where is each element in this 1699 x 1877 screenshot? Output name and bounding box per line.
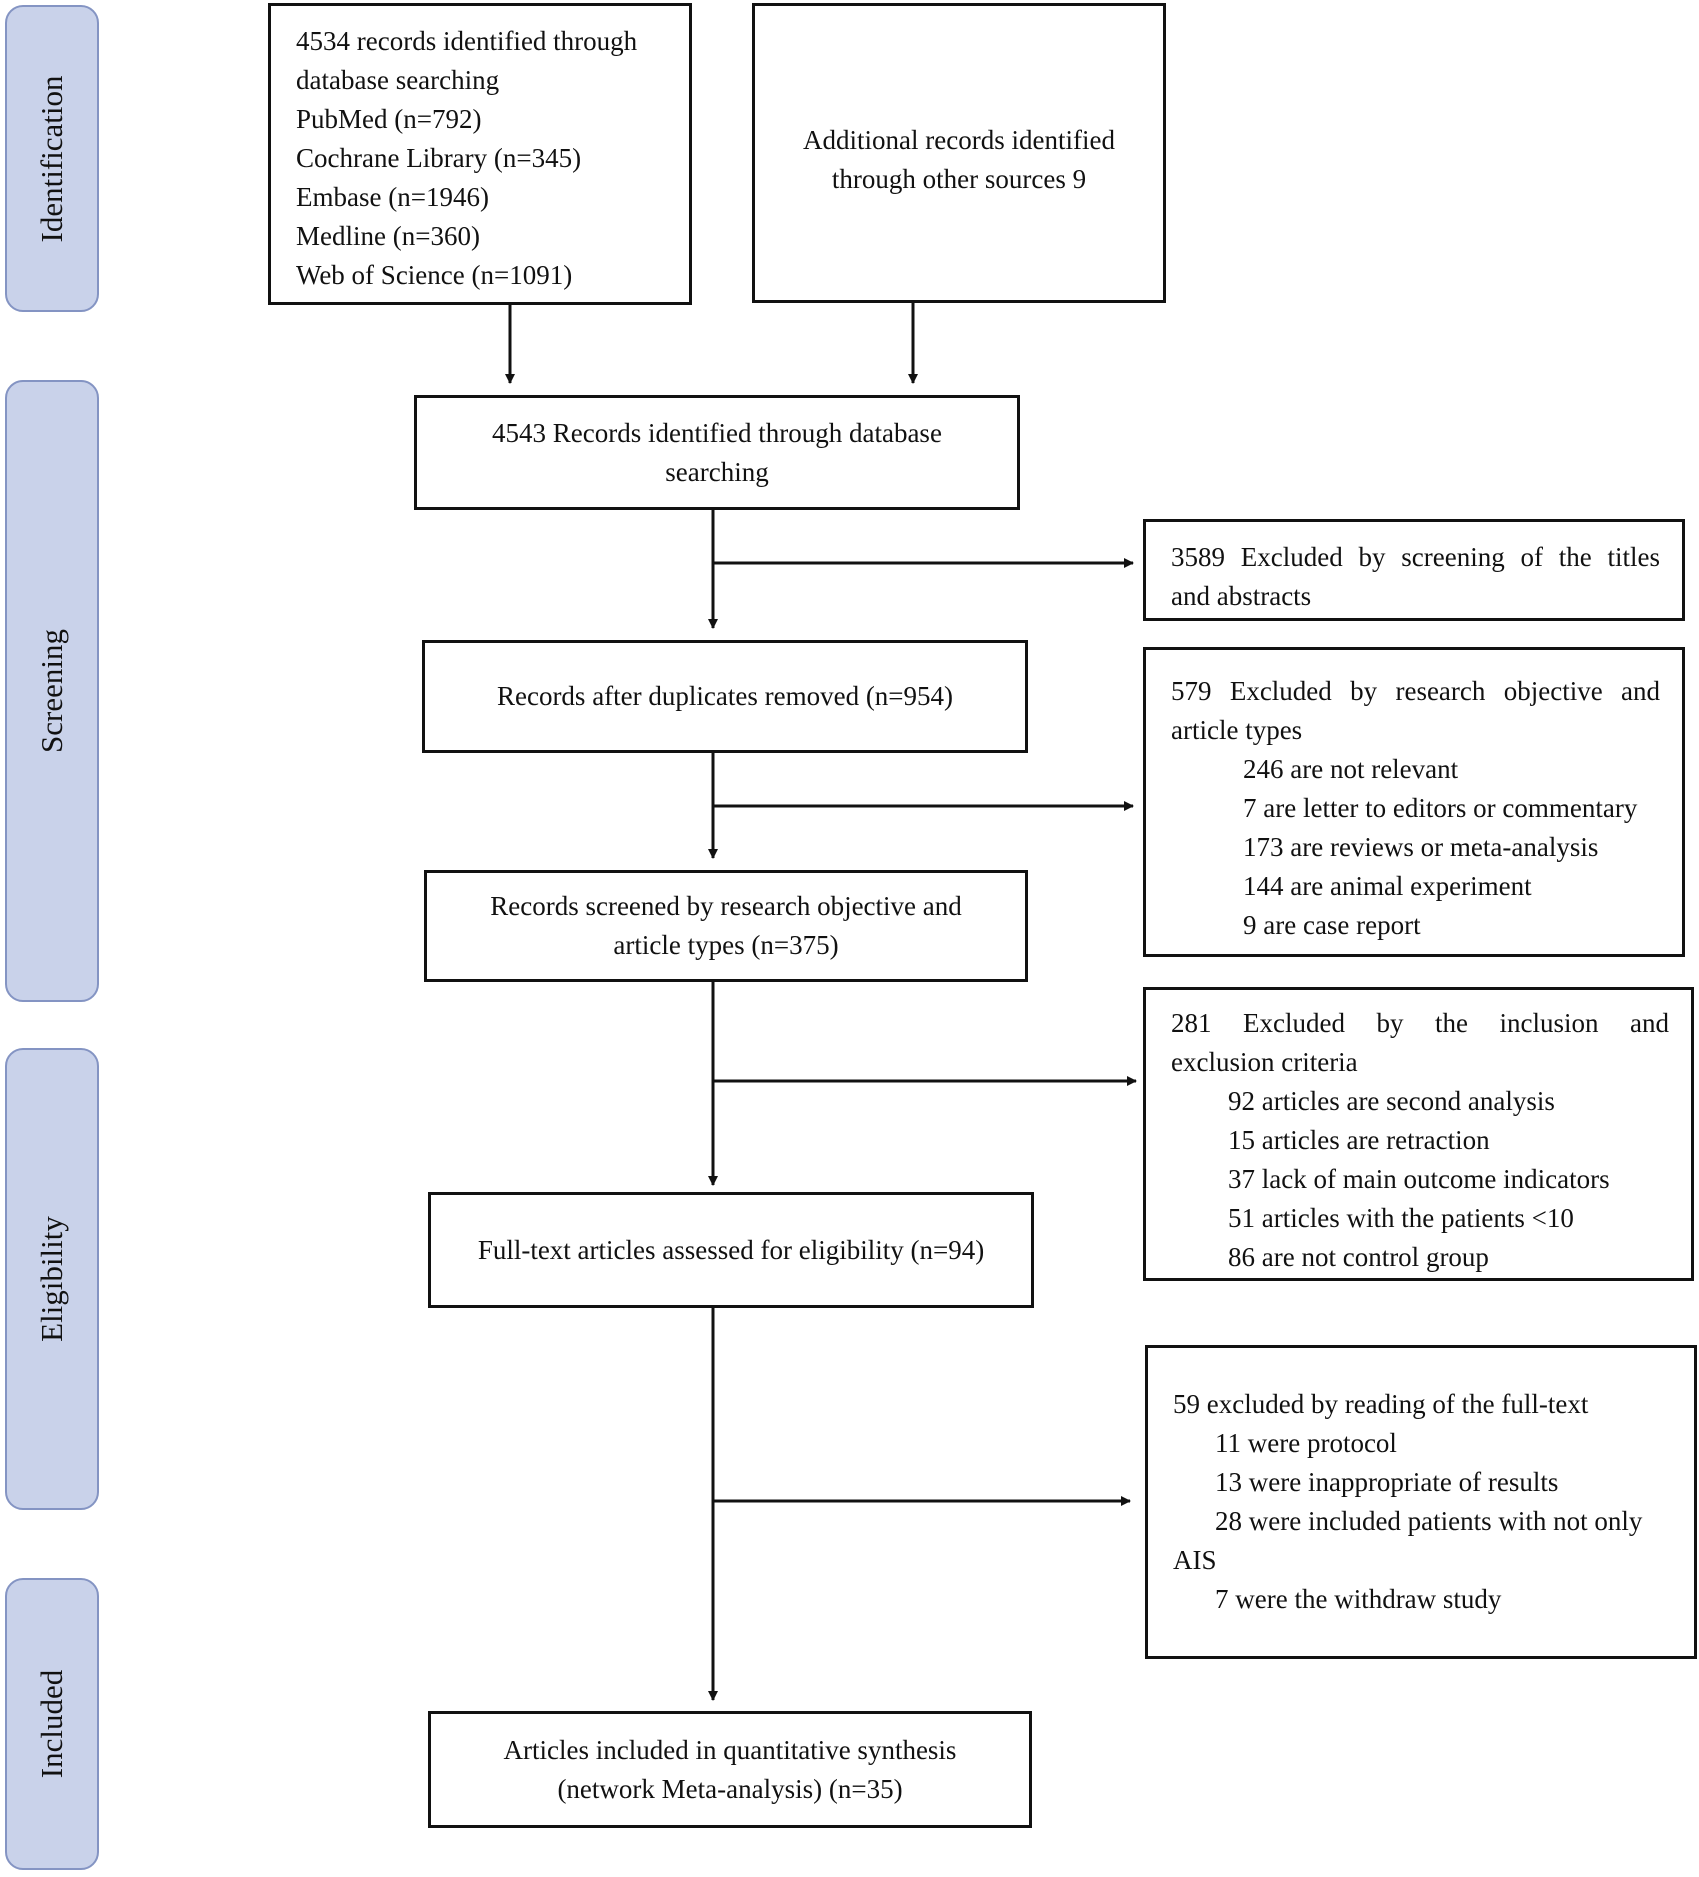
excluded-objective-header-1: 579 Excluded by research objective and: [1171, 676, 1660, 706]
other-sources-line-1: Additional records identified: [803, 125, 1115, 155]
stage-screening: Screening: [5, 380, 99, 1002]
excluded-objective-box: 579 Excluded by research objective and a…: [1143, 647, 1685, 957]
excluded-titles-line-2: and abstracts: [1171, 581, 1312, 611]
excluded-objective-item: 173 are reviews or meta-analysis: [1243, 832, 1599, 862]
full-text-text: Full-text articles assessed for eligibil…: [477, 1234, 985, 1265]
included-synthesis-line-2: (network Meta-analysis) (n=35): [557, 1773, 903, 1804]
excluded-criteria-header-1: 281 Excluded by the inclusion and: [1171, 1008, 1669, 1038]
included-synthesis-box: Articles included in quantitative synthe…: [428, 1711, 1032, 1828]
pubmed-count: PubMed (n=792): [296, 104, 482, 134]
duplicates-removed-box: Records after duplicates removed (n=954): [422, 640, 1028, 753]
excluded-fulltext-item: 28 were included patients with not only: [1215, 1506, 1643, 1536]
embase-count: Embase (n=1946): [296, 182, 489, 212]
excluded-objective-item: 246 are not relevant: [1243, 754, 1459, 784]
excluded-criteria-item: 15 articles are retraction: [1228, 1125, 1490, 1155]
excluded-criteria-box: 281 Excluded by the inclusion and exclus…: [1143, 987, 1694, 1281]
excluded-fulltext-item: 7 were the withdraw study: [1215, 1584, 1502, 1614]
other-sources-box: Additional records identified through ot…: [752, 3, 1166, 303]
included-synthesis-line-1: Articles included in quantitative synthe…: [503, 1734, 957, 1765]
database-search-box: 4534 records identified through database…: [268, 3, 692, 305]
excluded-fulltext-box: 59 excluded by reading of the full-text …: [1145, 1345, 1697, 1659]
excluded-titles-box: 3589 Excluded by screening of the titles…: [1143, 519, 1685, 621]
duplicates-removed-text: Records after duplicates removed (n=954): [496, 681, 954, 711]
excluded-titles-line-1: 3589 Excluded by screening of the titles: [1171, 542, 1660, 572]
full-text-box: Full-text articles assessed for eligibil…: [428, 1192, 1034, 1308]
stage-identification: Identification: [5, 5, 99, 312]
excluded-criteria-item: 92 articles are second analysis: [1228, 1086, 1555, 1116]
other-sources-line-2: through other sources 9: [831, 164, 1087, 194]
screened-objective-box: Records screened by research objective a…: [424, 870, 1028, 982]
excluded-fulltext-item: 13 were inappropriate of results: [1215, 1467, 1559, 1497]
medline-count: Medline (n=360): [296, 221, 480, 251]
records-identified-line-2: searching: [665, 456, 769, 487]
screened-objective-line-1: Records screened by research objective a…: [490, 891, 962, 921]
excluded-criteria-header-2: exclusion criteria: [1171, 1047, 1358, 1077]
excluded-fulltext-item: 11 were protocol: [1215, 1428, 1397, 1458]
excluded-fulltext-continuation: AIS: [1173, 1545, 1217, 1575]
screened-objective-line-2: article types (n=375): [613, 930, 839, 960]
excluded-objective-item: 7 are letter to editors or commentary: [1243, 793, 1638, 823]
excluded-objective-item: 9 are case report: [1243, 910, 1421, 940]
web-of-science-count: Web of Science (n=1091): [296, 260, 573, 290]
stage-included: Included: [5, 1578, 99, 1870]
excluded-objective-header-2: article types: [1171, 715, 1303, 745]
cochrane-count: Cochrane Library (n=345): [296, 143, 582, 173]
records-identified-line-1: 4543 Records identified through database: [492, 417, 942, 448]
excluded-fulltext-header: 59 excluded by reading of the full-text: [1173, 1389, 1589, 1419]
excluded-criteria-item: 86 are not control group: [1228, 1242, 1489, 1272]
excluded-objective-item: 144 are animal experiment: [1243, 871, 1532, 901]
excluded-criteria-item: 37 lack of main outcome indicators: [1228, 1164, 1610, 1194]
records-identified-box: 4543 Records identified through database…: [414, 395, 1020, 510]
excluded-criteria-item: 51 articles with the patients <10: [1228, 1203, 1574, 1233]
database-search-line-2: database searching: [296, 65, 500, 95]
database-search-line-1: 4534 records identified through: [296, 26, 638, 56]
stage-eligibility: Eligibility: [5, 1048, 99, 1510]
